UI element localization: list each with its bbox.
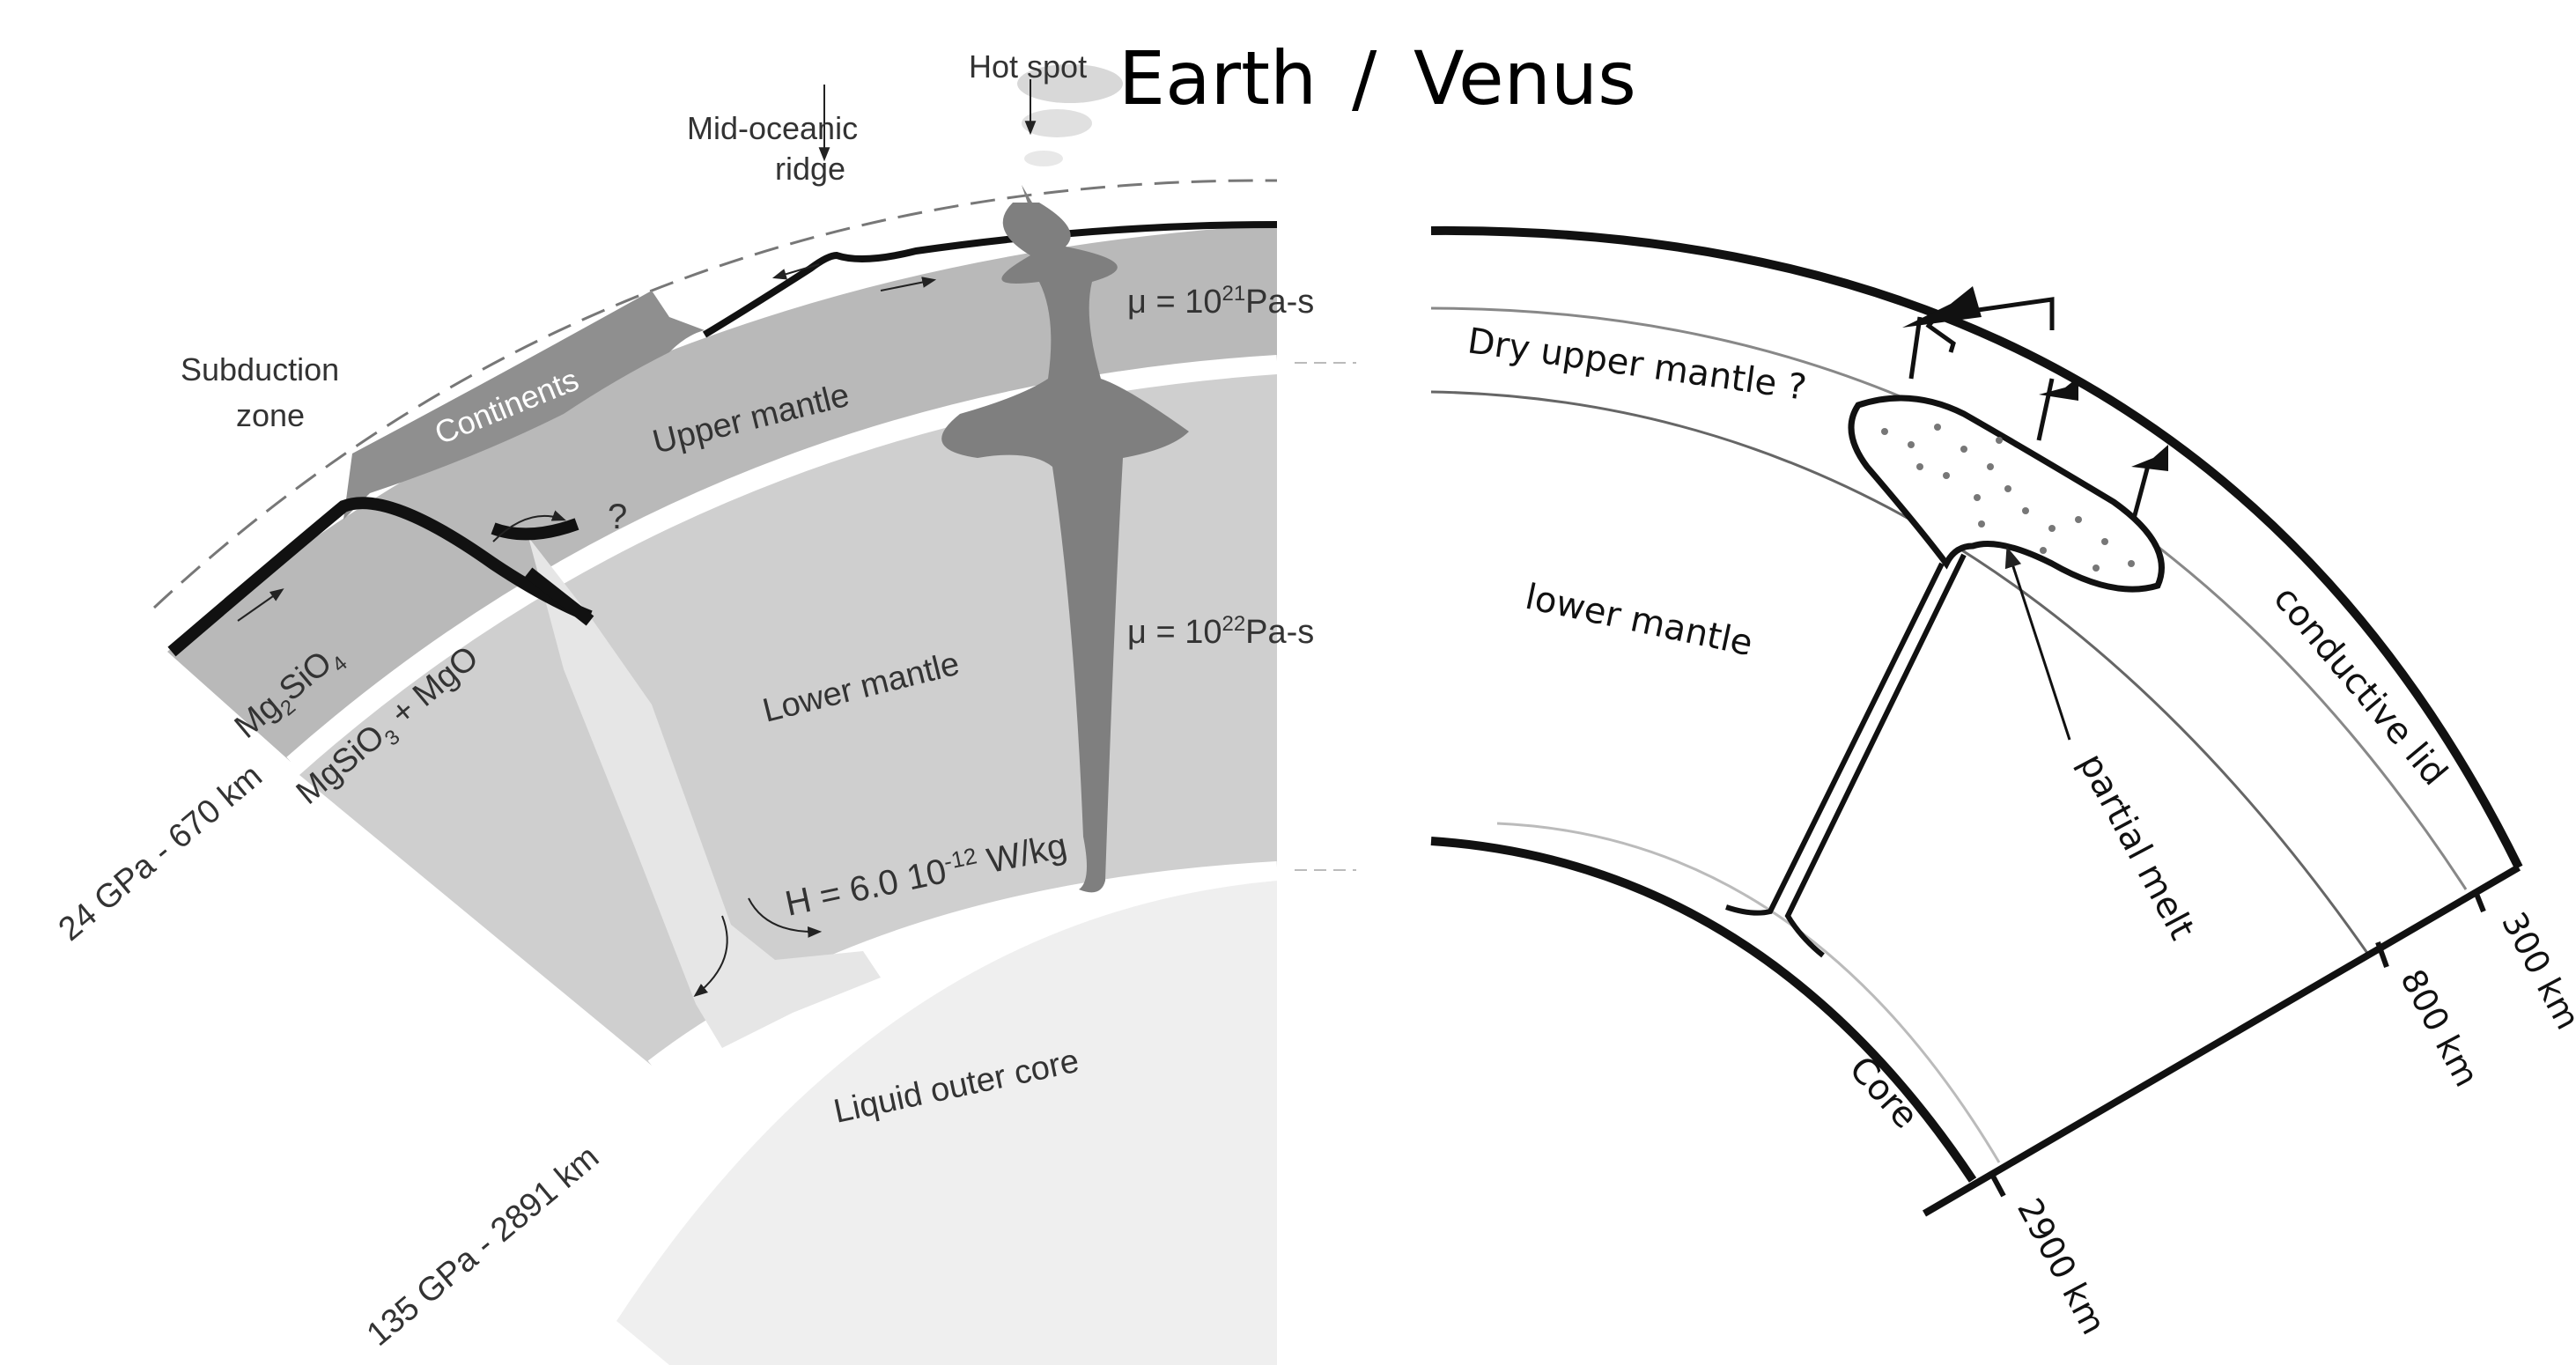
earth-outer-core <box>616 881 1277 1365</box>
volcano-3 <box>2131 445 2168 471</box>
conductive-lid-label: conductive lid <box>2265 579 2454 793</box>
earth-surface-dashed <box>152 179 1278 609</box>
flow-arrow-bottom-right <box>748 897 823 938</box>
earth-slab-tip <box>524 567 594 626</box>
earth-lithosphere <box>167 497 593 657</box>
melt-dots <box>1881 424 2135 572</box>
ridge-label-1: Mid-oceanic <box>687 110 858 146</box>
plate-arrow-left <box>771 263 820 280</box>
venus-lower-mantle-label: lower mantle <box>1522 577 1756 665</box>
title-venus: Venus <box>1413 35 1636 122</box>
flow-arrow-bottom-left <box>693 915 728 998</box>
section-line <box>1922 864 2521 1217</box>
boundary-670-label: 24 GPa - 670 km <box>52 757 269 948</box>
partial-melt-arrow <box>2004 546 2071 741</box>
volcano-1 <box>1902 286 1982 328</box>
title: Earth / Venus <box>1118 35 1636 122</box>
earth-panel: Hot spot Mid-oceanic ridge Subduction zo… <box>52 48 1356 1365</box>
subduction-label-2: zone <box>236 397 305 433</box>
subduction-label-1: Subduction <box>181 351 339 387</box>
title-separator: / <box>1352 35 1377 122</box>
hot-spot-label: Hot spot <box>969 48 1087 85</box>
partial-melt-label: partial melt <box>2070 747 2202 946</box>
partial-melt-blob <box>1848 395 2165 593</box>
subducted-slab <box>528 537 881 1048</box>
mantle-plume <box>941 203 1189 893</box>
title-earth: Earth <box>1118 35 1317 122</box>
flow-arrow-top <box>492 510 566 542</box>
venus-panel: Dry upper mantle ? lower mantle conducti… <box>1430 225 2576 1341</box>
continents-block <box>343 291 705 520</box>
question-mark-label: ? <box>608 498 627 536</box>
slab-arrow <box>237 588 284 622</box>
boundary-2891-label: 135 GPa - 2891 km <box>360 1139 606 1354</box>
km300-label: 300 km <box>2494 906 2576 1036</box>
km800-label: 800 km <box>2393 963 2486 1093</box>
viscosity-lower-label: μ = 1022Pa-s <box>1127 612 1314 651</box>
core-boundary <box>1430 837 1977 1183</box>
km2900-label: 2900 km <box>2010 1192 2114 1341</box>
ridge-label-2: ridge <box>775 151 845 187</box>
melt-conduit <box>1725 553 1967 958</box>
venus-surface <box>1430 225 2523 870</box>
plate-arrow-right <box>880 277 937 291</box>
volcano-2 <box>2039 377 2078 401</box>
viscosity-upper-label: μ = 1021Pa-s <box>1127 282 1314 321</box>
earth-upper-mantle <box>167 225 1277 762</box>
